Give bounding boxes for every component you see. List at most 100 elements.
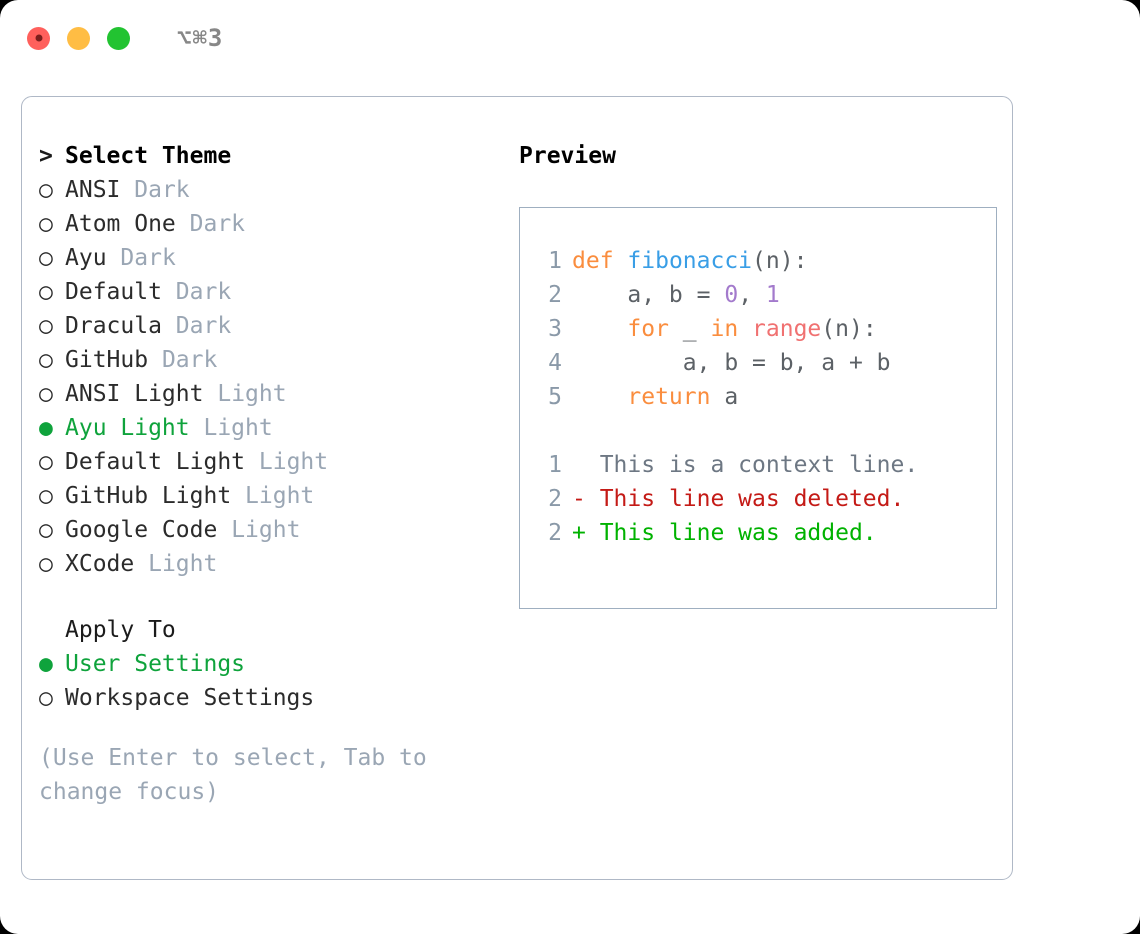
radio-selected-icon[interactable]: ●	[39, 415, 53, 441]
code-line: 2 a, b = 0, 1	[538, 282, 996, 316]
diff-line: 2- This line was deleted.	[538, 486, 996, 520]
theme-kind-label: Light	[148, 551, 218, 577]
radio-unselected-icon[interactable]: ○	[39, 313, 53, 339]
theme-name-label: ANSI	[65, 177, 121, 203]
apply-to-heading: Apply To	[39, 617, 501, 651]
theme-kind-label: Light	[258, 449, 329, 475]
line-number: 1	[548, 248, 562, 274]
theme-kind-label: Light	[231, 517, 301, 543]
line-number: 2	[548, 282, 562, 308]
token-num: 0	[724, 282, 739, 308]
diff-sample: 1 This is a context line.2- This line wa…	[538, 452, 996, 554]
minimize-button[interactable]	[67, 26, 90, 50]
label-spacer	[162, 279, 176, 305]
code-text: for _ in range(n):	[572, 316, 877, 342]
theme-name-label: ANSI Light	[65, 381, 204, 407]
diff-sign	[572, 452, 586, 478]
theme-kind-label: Dark	[175, 313, 232, 339]
dialog-container: > Select Theme ○ANSI Dark○Atom One Dark○…	[21, 96, 1013, 880]
radio-unselected-icon[interactable]: ○	[39, 347, 53, 373]
theme-name-label: GitHub	[65, 347, 149, 373]
title-bar: ⌥⌘3	[0, 0, 1140, 76]
token-var: _	[668, 316, 711, 342]
theme-name-label: Dracula	[65, 313, 162, 339]
theme-list-item[interactable]: ○ GitHub Light Light	[39, 483, 501, 517]
theme-list-item[interactable]: ● Ayu Light Light	[39, 415, 501, 449]
radio-unselected-icon[interactable]: ○	[39, 449, 53, 475]
diff-text: This is a context line.	[585, 452, 919, 478]
token-kw: return	[627, 384, 711, 410]
radio-unselected-icon[interactable]: ○	[39, 517, 53, 543]
apply-to-item[interactable]: ○ Workspace Settings	[39, 685, 501, 719]
apply-to-label: Workspace Settings	[65, 685, 315, 711]
code-text: a, b = 0, 1	[572, 282, 780, 308]
token-punct: (n):	[821, 316, 877, 342]
select-theme-heading-label: Select Theme	[65, 143, 232, 169]
diff-line-number: 2	[548, 520, 562, 546]
token-kw: for	[627, 316, 669, 342]
radio-unselected-icon[interactable]: ○	[39, 211, 53, 237]
theme-list-item[interactable]: ○Google Code Light	[39, 517, 501, 551]
token-punct	[572, 316, 627, 342]
token-punct: (n):	[752, 248, 808, 274]
select-theme-heading: > Select Theme	[39, 143, 501, 177]
radio-unselected-icon[interactable]: ○	[39, 177, 53, 203]
theme-list-item[interactable]: ○Default Light Light	[39, 449, 501, 483]
theme-list-item[interactable]: ○Atom One Dark	[39, 211, 501, 245]
apply-to-item[interactable]: ●User Settings	[39, 651, 501, 685]
theme-list-item[interactable]: ○ ANSI Dark	[39, 177, 501, 211]
close-button[interactable]	[27, 26, 50, 50]
radio-selected-icon[interactable]: ●	[39, 651, 53, 677]
radio-unselected-icon[interactable]: ○	[39, 483, 53, 509]
token-kw: in	[710, 316, 739, 342]
theme-name-label: Ayu	[65, 245, 107, 271]
label-spacer	[245, 449, 259, 475]
theme-kind-label: Dark	[175, 279, 232, 305]
theme-name-label: Ayu Light	[65, 415, 190, 441]
theme-list-item[interactable]: ○ Dracula Dark	[39, 313, 501, 347]
maximize-button[interactable]	[107, 26, 130, 50]
theme-list-item[interactable]: ○ ANSI Light Light	[39, 381, 501, 415]
token-punct	[614, 248, 628, 274]
label-spacer	[120, 177, 134, 203]
radio-unselected-icon[interactable]: ○	[39, 279, 53, 305]
token-fn: fibonacci	[627, 248, 753, 274]
keyboard-shortcut-label: ⌥⌘3	[177, 24, 224, 52]
radio-unselected-icon[interactable]: ○	[39, 685, 53, 711]
diff-text: This line was added.	[585, 520, 877, 546]
theme-name-label: GitHub Light	[65, 483, 232, 509]
label-spacer	[176, 211, 190, 237]
token-num: 1	[765, 282, 780, 308]
theme-kind-label: Light	[203, 415, 273, 441]
code-line: 5 return a	[538, 384, 996, 418]
code-text: return a	[572, 384, 738, 410]
theme-kind-label: Light	[217, 381, 287, 407]
theme-kind-label: Light	[245, 483, 315, 509]
code-line: 4 a, b = b, a + b	[538, 350, 996, 384]
theme-list-item[interactable]: ○Ayu Dark	[39, 245, 501, 279]
traffic-lights	[27, 26, 130, 50]
radio-unselected-icon[interactable]: ○	[39, 551, 53, 577]
diff-ctx-text: This is a context line.	[572, 452, 919, 478]
token-var: a	[710, 384, 739, 410]
theme-name-label: Default	[65, 279, 162, 305]
theme-list-item[interactable]: ○XCode Light	[39, 551, 501, 585]
radio-unselected-icon[interactable]: ○	[39, 381, 53, 407]
token-var: a, b = b, a + b	[572, 350, 891, 376]
diff-del-text: - This line was deleted.	[572, 486, 904, 512]
theme-list-item[interactable]: ○GitHub Dark	[39, 347, 501, 381]
line-number: 3	[548, 316, 562, 342]
theme-list-item[interactable]: ○ Default Dark	[39, 279, 501, 313]
radio-unselected-icon[interactable]: ○	[39, 245, 53, 271]
label-spacer	[107, 245, 121, 271]
theme-kind-label: Dark	[134, 177, 190, 203]
token-var: a, b =	[572, 282, 725, 308]
diff-text: This line was deleted.	[585, 486, 905, 512]
code-line: 3 for _ in range(n):	[538, 316, 996, 350]
diff-line: 2+ This line was added.	[538, 520, 996, 554]
apply-to-heading-label: Apply To	[65, 617, 176, 643]
